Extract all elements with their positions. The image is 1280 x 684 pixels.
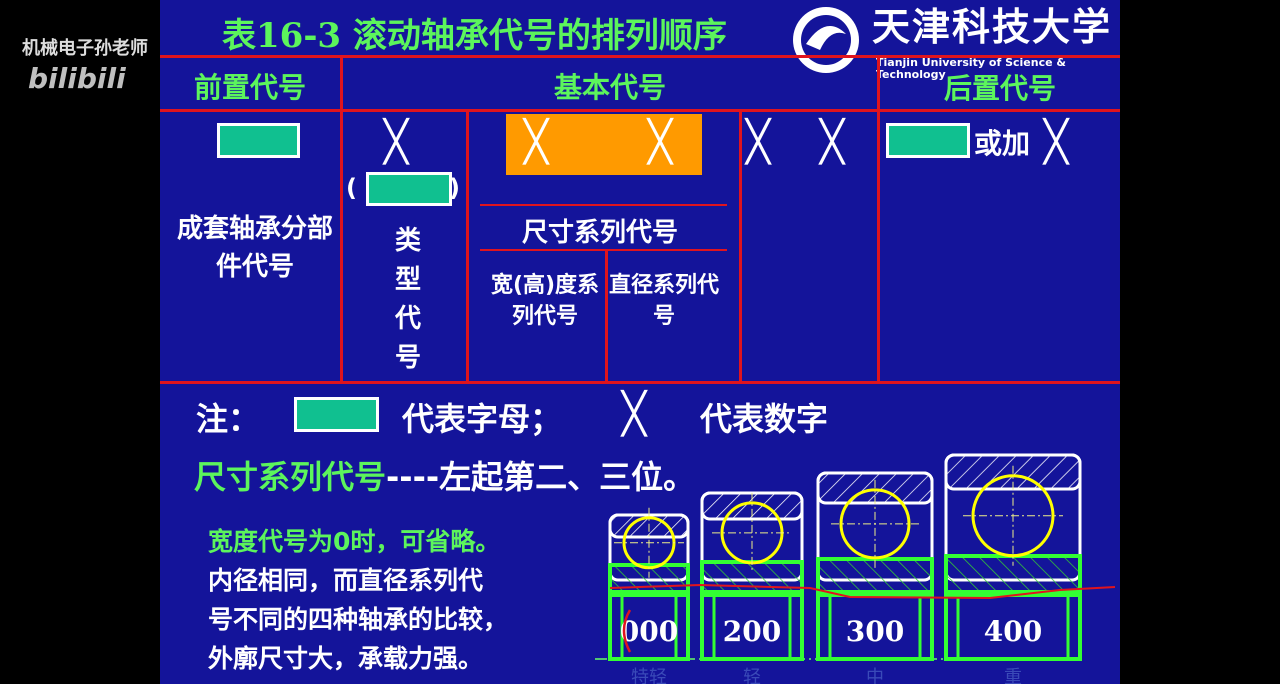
diameter-series-label: 直径系列代号 [608,273,719,329]
digit-x-bore2: ╳ [820,119,845,165]
type-char: 代 [394,304,421,334]
bore [700,590,804,661]
university-emblem-icon [793,7,859,73]
bearing-code: 200 [723,615,781,648]
explain-line: 宽度代号为0时，可省略。 [208,527,501,556]
table-line [739,110,742,383]
bore [816,590,934,661]
size-series-label: 尺寸系列代号 [521,218,678,248]
digit-x-diameter: ╳ [648,119,673,165]
bearing-comparison-diagram: 000 特轻 200 轻 300 中 400 重 [595,453,1116,684]
size-series-box [506,114,702,175]
bearing-series: 轻 [743,667,761,684]
university-name-en: Tianjin University of Science & Technolo… [876,56,1066,81]
type-char: 型 [394,265,421,295]
digit-x-legend: ╳ [622,391,647,437]
lecture-slide: 表16-3 滚动轴承代号的排列顺序 天津科技大学 Tianjin Univers… [160,0,1120,684]
digit-x-bore1: ╳ [746,119,771,165]
digit-x-width: ╳ [524,119,549,165]
annotation-circle [622,609,632,653]
bearing-code: 400 [984,615,1042,648]
prefix-description: 成套轴承分部件代号 [176,214,333,282]
explain-line: 内径相同，而直径系列代 [208,566,484,595]
header-prefix: 前置代号 [193,71,306,104]
bearing-code: 000 [620,615,678,648]
digit-x-type: ╳ [384,119,409,165]
table-line [160,55,1120,58]
table-line [340,57,343,383]
size-series-rest: ----左起第二、三位。 [386,458,696,496]
note-digit: 代表数字 [700,400,829,438]
ball [839,488,911,560]
ball [971,474,1055,558]
letter-box-suffix [886,123,970,158]
explanation: 宽度代号为0时，可省略。 内径相同，而直径系列代 号不同的四种轴承的比较， 外廓… [208,522,508,678]
inner-ring [700,560,804,597]
explain-line: 外廓尺寸大，承载力强。 [208,644,484,673]
letter-box-prefix [217,123,300,158]
note-letter: 代表字母； [402,400,563,438]
digit-x-suffix: ╳ [1044,119,1069,165]
bore [608,590,690,661]
type-description: 类 型 代 号 [388,222,428,378]
university-name-cn: 天津科技大学 [872,4,1113,49]
table-line [160,109,1120,112]
table-line [466,110,469,383]
size-series-emph: 尺寸系列代号 [194,458,387,496]
note-label: 注： [196,400,261,438]
bearing-series: 重 [1004,667,1022,684]
annotation-stroke [609,583,1116,600]
size-series-line: 尺寸系列代号----左起第二、三位。 [194,452,695,498]
letter-box-type [366,172,452,206]
table-line [480,204,727,206]
table-line [605,250,608,383]
width-series-label: 宽(高)度系列代号 [490,273,600,329]
bore [944,590,1082,661]
table-line [160,381,1120,384]
suffix-or-add: 或加 [974,127,1031,160]
paren-open: ( [346,174,357,202]
letter-box-legend [294,397,379,432]
header-basic: 基本代号 [553,71,666,104]
bilibili-logo: bilibili [28,62,126,95]
bearing-series: 中 [866,667,884,684]
channel-watermark: 机械电子孙老师 [22,38,148,59]
table-line [480,249,727,251]
header-suffix: 后置代号 [943,72,1056,105]
bearing-series: 特轻 [631,667,667,684]
type-char: 号 [394,343,421,373]
bearing-code: 300 [846,615,904,648]
table-line [877,57,880,383]
paren-close: ) [449,174,460,202]
slide-title: 表16-3 滚动轴承代号的排列顺序 [222,16,727,56]
explain-line: 号不同的四种轴承的比较， [208,605,509,634]
type-char: 类 [394,226,421,256]
